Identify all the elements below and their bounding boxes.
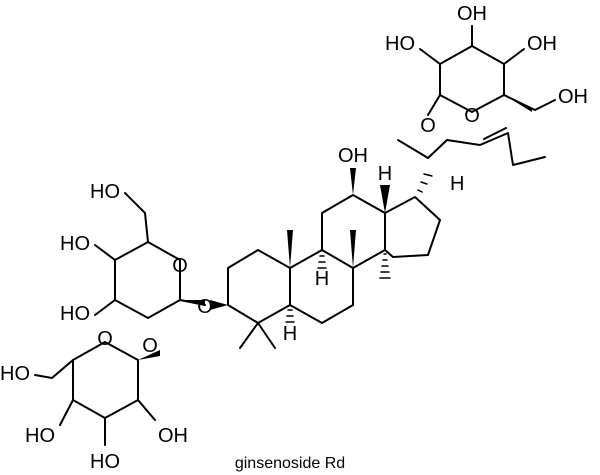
ring-a	[227, 249, 291, 324]
glc3-ch2oh: HO	[0, 363, 30, 385]
ring-c	[321, 194, 386, 269]
glucose-1-substituents	[419, 25, 556, 111]
glc3-oh-right: OH	[158, 425, 188, 447]
c3-o-wedge	[210, 300, 228, 310]
glucose-2-ring	[114, 241, 181, 319]
glucose-2-substituents	[94, 192, 149, 316]
glc1-ch2oh: OH	[558, 86, 588, 108]
c17-h: H	[450, 173, 464, 195]
glc2-ring-o: O	[172, 255, 188, 277]
stereo-hashes	[285, 173, 433, 323]
stereo-wedges	[138, 95, 532, 360]
glc1-c6-wedge	[504, 95, 532, 112]
glc1-oh-left: HO	[385, 33, 415, 55]
glc3-oh-left: HO	[25, 425, 55, 447]
c17-chain-hash	[417, 173, 433, 193]
bond-lines	[34, 25, 556, 446]
c5-h-hash	[285, 309, 295, 323]
c13-h: H	[378, 163, 392, 185]
glc1-oh-right: OH	[527, 33, 557, 55]
c8-methyl-wedge	[350, 230, 356, 268]
glc2-ch2oh: HO	[90, 181, 120, 203]
glucose-3-ring	[72, 341, 139, 419]
glycosidic-o-glc: O	[142, 335, 158, 357]
c12-oh: OH	[338, 145, 368, 167]
glucose-1-ring	[439, 45, 505, 113]
c14-methyl-hash	[379, 253, 391, 279]
c9-h-hash	[317, 255, 327, 269]
glc2-oh-upper: HO	[60, 233, 90, 255]
atom-labels: OH HO OH OH O O OH H H H H O HO HO HO O …	[0, 3, 588, 473]
glucose-3-substituents	[34, 359, 156, 446]
ring-b	[289, 249, 354, 324]
side-chain	[427, 132, 546, 166]
glc1-oh-top: OH	[457, 3, 487, 25]
c10-methyl-wedge	[287, 230, 293, 268]
glc3-ring-o: O	[97, 328, 113, 350]
glucose-1-link	[427, 94, 441, 116]
glc2-anomeric-wedge	[180, 300, 205, 306]
glc3-anomeric-wedge	[138, 350, 160, 360]
glc2-oh-lower: HO	[60, 303, 90, 325]
c5-h: H	[283, 323, 297, 345]
c20-methyl	[397, 139, 429, 159]
c12-oh-wedge	[350, 168, 356, 195]
glycosidic-o-c20: O	[420, 115, 436, 137]
glc1-ring-o: O	[464, 105, 480, 127]
gem-dimethyl	[239, 322, 276, 349]
c9-h: H	[315, 268, 329, 290]
glycosidic-o-c3: O	[197, 296, 213, 318]
glc3-oh-bottom: HO	[90, 451, 120, 473]
c13-h-wedge	[380, 185, 390, 213]
compound-caption: ginsenoside Rd	[235, 455, 345, 472]
alkene-double	[483, 127, 507, 140]
ring-d	[384, 196, 441, 258]
